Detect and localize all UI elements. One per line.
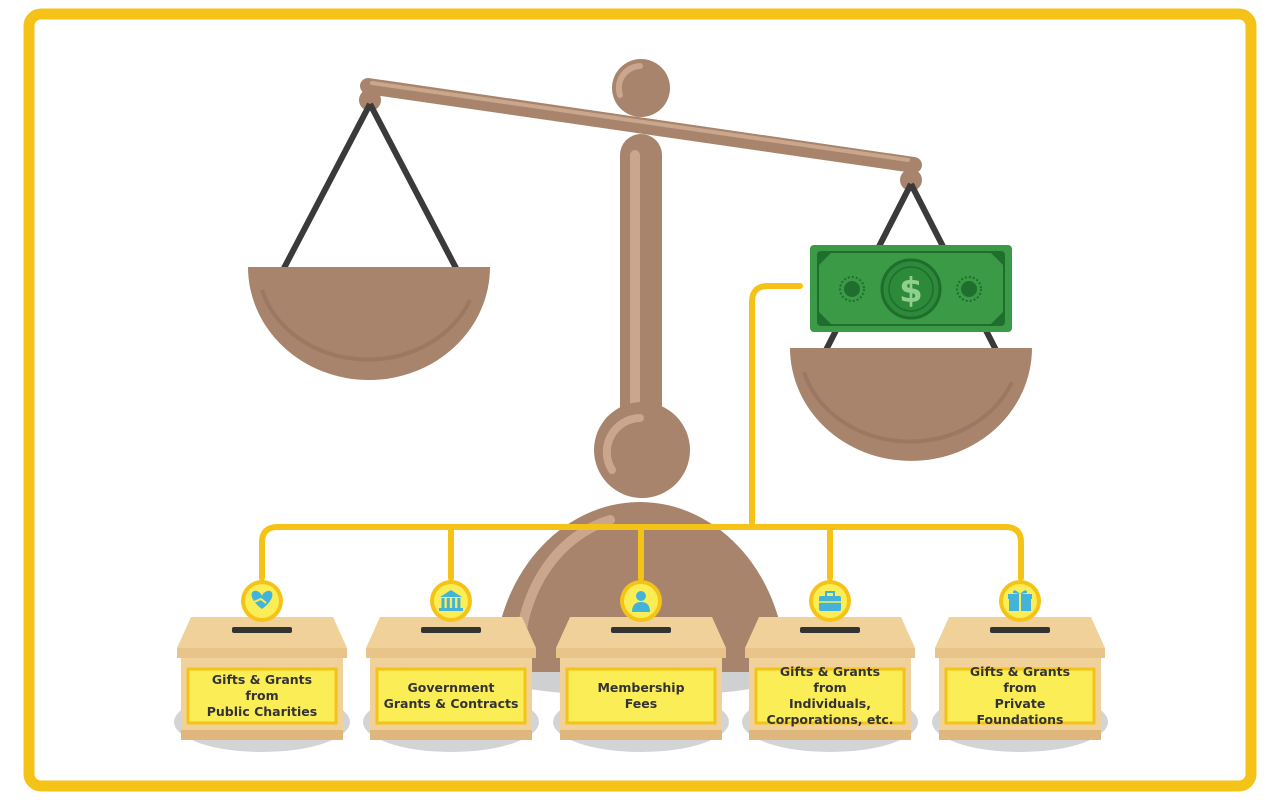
- scale-pole: [594, 59, 690, 498]
- box-label-panel: [186, 667, 338, 725]
- heart-hand-icon: [251, 590, 273, 609]
- dollar-symbol: $: [899, 271, 923, 311]
- box-label-panel: [754, 667, 906, 725]
- box-bottom-edge: [560, 730, 722, 740]
- box-bottom-edge: [749, 730, 911, 740]
- box-label: Gifts & Grants from Individuals, Corpora…: [766, 664, 894, 727]
- box-lid-edge: [935, 648, 1105, 658]
- box-label-panel: [565, 667, 717, 725]
- icon-badge-inner: [434, 584, 468, 618]
- box-slot: [990, 627, 1050, 633]
- bill-seal-left-icon: [839, 276, 865, 302]
- connector-lines: [259, 283, 1024, 581]
- box-lid-edge: [745, 648, 915, 658]
- donation-box: [553, 580, 729, 752]
- left-pan: [248, 102, 490, 380]
- box-slot: [611, 627, 671, 633]
- gift-icon: [1008, 590, 1032, 611]
- box-bottom-edge: [181, 730, 343, 740]
- box-slot: [800, 627, 860, 633]
- box-slot: [421, 627, 481, 633]
- donation-boxes: [174, 580, 1108, 752]
- box-lid-edge: [556, 648, 726, 658]
- box-label: Membership Fees: [597, 680, 685, 711]
- donation-box: [742, 580, 918, 752]
- box-label: Gifts & Grants from Private Foundations: [969, 664, 1071, 727]
- donation-box: [363, 580, 539, 752]
- box-bottom-edge: [370, 730, 532, 740]
- bank-icon: [439, 590, 463, 611]
- box-label-panel: [375, 667, 527, 725]
- box-label-panel: [944, 667, 1096, 725]
- bill-seal-right-icon: [956, 276, 982, 302]
- person-icon: [632, 591, 650, 612]
- box-lid-edge: [366, 648, 536, 658]
- donation-box: [932, 580, 1108, 752]
- box-label: Government Grants & Contracts: [383, 680, 519, 711]
- briefcase-icon: [819, 591, 841, 611]
- donation-box: [174, 580, 350, 752]
- box-slot: [232, 627, 292, 633]
- dollar-bill-icon: [810, 245, 1012, 332]
- box-lid-edge: [177, 648, 347, 658]
- scale-beam: [359, 78, 922, 191]
- box-label: Gifts & Grants from Public Charities: [206, 672, 318, 719]
- box-bottom-edge: [939, 730, 1101, 740]
